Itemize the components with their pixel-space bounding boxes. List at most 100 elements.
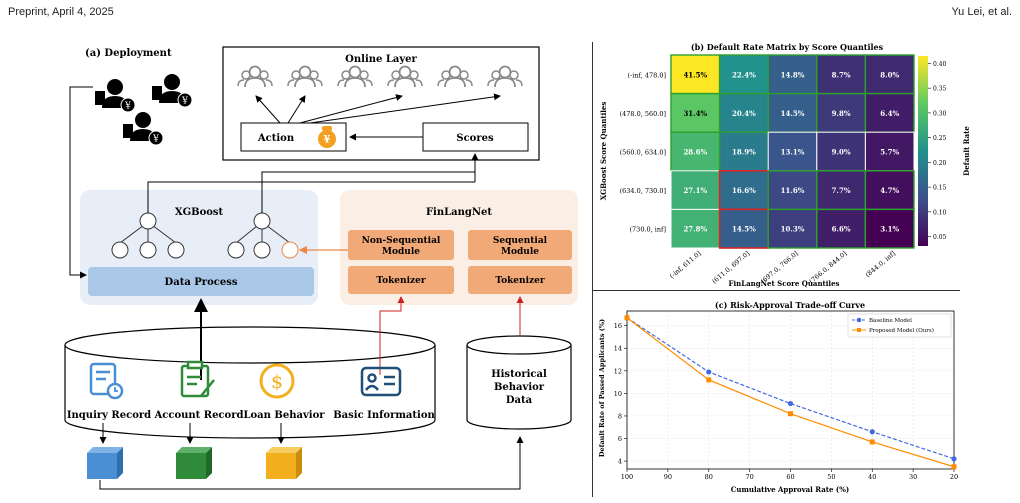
heatmap-cell-label: 18.9%	[732, 148, 756, 157]
money-bag-icon: ¥	[318, 126, 336, 148]
colorbar-tick-label: 0.35	[933, 86, 947, 93]
heatmap-cell-label: 27.1%	[683, 186, 707, 195]
sequential-label-2: Module	[501, 247, 539, 257]
legend-proposed: Proposed Model (Ours)	[869, 327, 934, 334]
x-tick-label: 20	[950, 473, 958, 481]
data-point	[951, 464, 957, 470]
heatmap-cell-label: 14.5%	[732, 225, 756, 234]
account-record-icon	[180, 360, 215, 398]
historical-label-3: Data	[506, 395, 533, 406]
heatmap-cell-label: 14.5%	[781, 109, 805, 118]
x-tick-label: 90	[664, 473, 672, 481]
heatmap-col-label: (844.0, inf]	[864, 249, 897, 279]
data-point	[706, 369, 712, 375]
heatmap-cell	[816, 92, 867, 133]
sequential-module	[468, 230, 572, 260]
chart-legend: Baseline Model Proposed Model (Ours)	[847, 313, 952, 338]
feature-block-yellow	[266, 447, 302, 479]
feature-block-blue	[87, 447, 123, 479]
heatmap-cell-label: 10.3%	[781, 225, 805, 234]
heatmap-cell-label: 22.4%	[732, 70, 756, 79]
y-tick-label: 4	[618, 458, 622, 466]
horizontal-divider	[592, 290, 960, 291]
heatmap-col-label: (-inf, 611.0]	[668, 249, 703, 280]
y-tick-label: 10	[614, 390, 622, 398]
heatmap-cell-label: 20.4%	[732, 109, 756, 118]
user-group-icon	[437, 65, 473, 88]
source-down-arrows	[99, 423, 285, 444]
heatmap-cell-label: 27.8%	[683, 225, 707, 234]
heatmap-title: (b) Default Rate Matrix by Score Quantil…	[691, 42, 884, 52]
heatmap-cell-label: 41.5%	[683, 70, 707, 79]
source-label-basic: Basic Information	[333, 410, 435, 421]
header-left: Preprint, April 4, 2025	[8, 6, 114, 18]
non-sequential-label: Non-Sequential	[362, 236, 441, 246]
x-tick-label: 80	[705, 473, 713, 481]
y-tick-label: 14	[614, 345, 622, 353]
y-tick-label: 16	[614, 322, 622, 330]
action-label: Action	[257, 133, 295, 144]
inquiry-record-icon	[89, 362, 124, 400]
tokenizer-box-2	[468, 266, 572, 294]
data-point	[869, 439, 875, 445]
heatmap-row-label: (478.0, 560.0]	[620, 110, 666, 118]
heatmap-cell-label: 8.0%	[880, 70, 899, 79]
data-process-box	[88, 267, 314, 296]
feature-block-green	[176, 447, 212, 479]
scores-label: Scores	[456, 133, 494, 144]
user-group-icon	[337, 65, 373, 88]
source-label-account: Account Record	[154, 410, 244, 421]
sequential-label: Sequential	[493, 236, 548, 246]
heatmap-cell-label: 4.7%	[880, 186, 899, 195]
xgboost-title: XGBoost	[175, 207, 224, 218]
x-tick-label: 50	[827, 473, 835, 481]
source-label-inquiry: Inquiry Record	[67, 410, 151, 421]
y-tick-label: 12	[614, 367, 622, 375]
user-group-icon	[237, 65, 273, 88]
heatmap-cell-label: 14.8%	[781, 70, 805, 79]
heatmap-cell	[718, 131, 769, 172]
decision-tree-icon	[111, 212, 299, 259]
heatmap-ylabel: XGBoost Score Quantiles	[599, 102, 608, 201]
non-sequential-label-2: Module	[382, 247, 420, 257]
colorbar-tick-label: 0.25	[933, 135, 947, 142]
colorbar-tick-label: 0.15	[933, 185, 947, 192]
heatmap-cell-label: 8.7%	[832, 70, 851, 79]
heatmap-cell	[767, 208, 818, 249]
header-right: Yu Lei, et al.	[951, 6, 1012, 18]
heatmap-cell	[718, 208, 769, 249]
data-process-label: Data Process	[165, 277, 238, 288]
heatmap-cell-label: 11.6%	[781, 186, 805, 195]
x-tick-label: 30	[909, 473, 917, 481]
heatmap-cell	[670, 54, 721, 95]
heatmap-cell-label: 9.0%	[832, 148, 851, 157]
basic-information-icon	[360, 366, 402, 397]
data-point	[706, 377, 712, 383]
tokenizer-label-2: Tokenizer	[495, 276, 544, 286]
action-arrows	[255, 93, 501, 141]
risk-approval-chart: (c) Risk-Approval Trade-off Curve Defaul…	[598, 300, 958, 494]
feedback-loop-arrow	[69, 86, 93, 279]
colorbar-tick-label: 0.05	[933, 234, 947, 241]
heatmap-cell-label: 13.1%	[781, 148, 805, 157]
scores-box	[422, 122, 529, 152]
user-group-icon	[287, 65, 323, 88]
colorbar-tick-label: 0.10	[933, 209, 947, 216]
colorbar-tick-label: 0.40	[933, 61, 947, 68]
source-label-loan: Loan Behavior	[243, 410, 325, 421]
colorbar	[918, 56, 928, 246]
loan-behavior-icon: $	[259, 363, 295, 399]
heatmap-cell-label: 3.1%	[880, 225, 899, 234]
data-sources-cylinder	[64, 326, 436, 439]
x-tick-label: 40	[868, 473, 876, 481]
heatmap-xlabel: FinLangNet Score Quantiles	[728, 279, 839, 288]
heatmap-cell-label: 31.4%	[683, 109, 707, 118]
score-connectors	[147, 153, 479, 213]
colorbar-tick-label: 0.30	[933, 110, 947, 117]
chart-title: (c) Risk-Approval Trade-off Curve	[715, 300, 865, 310]
customer-icon	[151, 73, 193, 108]
customer-icon	[94, 78, 136, 113]
y-tick-label: 6	[618, 435, 622, 443]
heatmap-row-label: (-inf, 478.0]	[628, 71, 666, 79]
chart-xlabel: Cumulative Approval Rate (%)	[731, 485, 849, 494]
